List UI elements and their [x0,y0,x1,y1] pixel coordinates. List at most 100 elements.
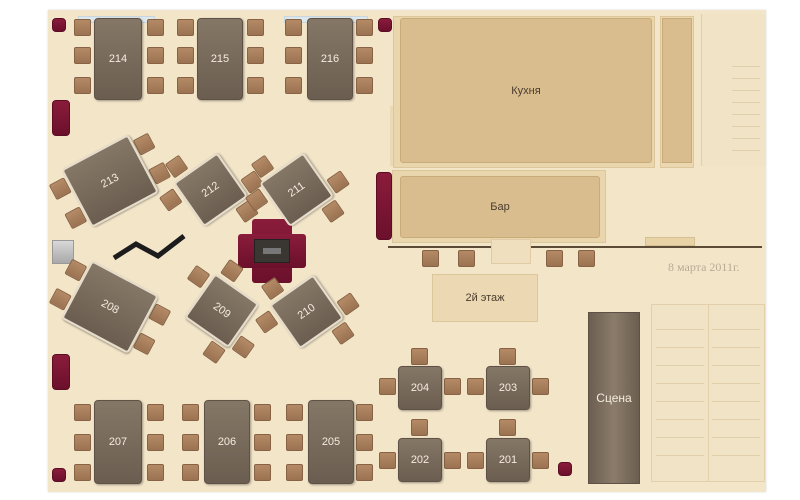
bar-stool[interactable] [422,250,439,267]
chair[interactable] [285,19,302,36]
table-number: 205 [321,436,341,448]
table-number: 209 [210,300,233,321]
second-floor-label: 2й этаж [465,292,505,304]
table-number: 207 [108,436,128,448]
table-number: 214 [108,53,128,65]
chair[interactable] [254,464,271,481]
chair[interactable] [247,47,264,64]
chair[interactable] [356,464,373,481]
chair[interactable] [411,419,428,436]
table-number: 216 [320,53,340,65]
table-206[interactable]: 206 [204,400,250,484]
chair[interactable] [499,419,516,436]
kitchen-label: Кухня [511,84,541,97]
pouf[interactable] [378,18,392,32]
bar-stool[interactable] [578,250,595,267]
bar-area[interactable]: Бар [400,176,600,238]
chair[interactable] [467,452,484,469]
sofa[interactable] [376,172,392,240]
table-204[interactable]: 204 [398,366,442,410]
bar-rail [388,246,762,248]
chair[interactable] [147,434,164,451]
table-number: 215 [210,53,230,65]
table-number: 211 [285,179,308,200]
chair[interactable] [177,47,194,64]
bar-shelf [645,237,695,246]
chair[interactable] [182,434,199,451]
table-205[interactable]: 205 [308,400,354,484]
chair[interactable] [74,77,91,94]
service-counter [662,18,692,163]
chair[interactable] [532,378,549,395]
chair[interactable] [356,404,373,421]
chair[interactable] [286,404,303,421]
bar-stool[interactable] [458,250,475,267]
table-number: 208 [99,297,121,317]
chair[interactable] [182,404,199,421]
chair[interactable] [379,452,396,469]
chair[interactable] [147,47,164,64]
table-number: 210 [295,301,318,322]
chair[interactable] [411,348,428,365]
table-215[interactable]: 215 [197,18,243,100]
chair[interactable] [74,404,91,421]
table-201[interactable]: 201 [486,438,530,482]
table-number: 206 [217,436,237,448]
chair[interactable] [177,19,194,36]
chair[interactable] [467,378,484,395]
table-207[interactable]: 207 [94,400,142,484]
second-floor-stairs[interactable]: 2й этаж [432,274,538,322]
chair[interactable] [254,434,271,451]
bar-passage [491,239,531,264]
chair[interactable] [74,464,91,481]
chair[interactable] [356,19,373,36]
chair[interactable] [254,404,271,421]
plan-date: 8 марта 2011г. [668,260,740,274]
pouf[interactable] [558,462,572,476]
chair[interactable] [285,47,302,64]
chair[interactable] [356,47,373,64]
stage[interactable]: Сцена [588,312,640,484]
table-number: 213 [99,171,121,191]
chair[interactable] [286,464,303,481]
chair[interactable] [444,452,461,469]
table-number: 202 [410,454,430,466]
table-group-212: 212 [158,143,265,238]
chair[interactable] [247,19,264,36]
fireplace[interactable] [254,239,290,263]
table-216[interactable]: 216 [307,18,353,100]
chair[interactable] [532,452,549,469]
chair[interactable] [379,378,396,395]
kitchen-area[interactable]: Кухня [400,18,652,163]
floor-plan: Кухня Бар 8 марта 2011г. 2й этаж Сцена [48,10,766,492]
chair[interactable] [147,77,164,94]
stage-stairs [651,304,765,482]
chair[interactable] [356,434,373,451]
bar-label: Бар [490,201,510,213]
chair[interactable] [147,464,164,481]
table-202[interactable]: 202 [398,438,442,482]
pouf[interactable] [52,18,66,32]
chair[interactable] [147,404,164,421]
chair[interactable] [177,77,194,94]
table-number: 212 [199,179,222,200]
chair[interactable] [74,19,91,36]
chair[interactable] [444,378,461,395]
bar-stool[interactable] [546,250,563,267]
chair[interactable] [285,77,302,94]
chair[interactable] [74,47,91,64]
chair[interactable] [147,19,164,36]
screen-partition [112,234,186,261]
sofa[interactable] [52,100,70,136]
table-203[interactable]: 203 [486,366,530,410]
chair[interactable] [74,434,91,451]
table-214[interactable]: 214 [94,18,142,100]
pouf[interactable] [52,468,66,482]
table-group-210: 210 [254,265,361,360]
chair[interactable] [182,464,199,481]
chair[interactable] [499,348,516,365]
chair[interactable] [286,434,303,451]
chair[interactable] [356,77,373,94]
chair[interactable] [247,77,264,94]
sofa[interactable] [52,354,70,390]
